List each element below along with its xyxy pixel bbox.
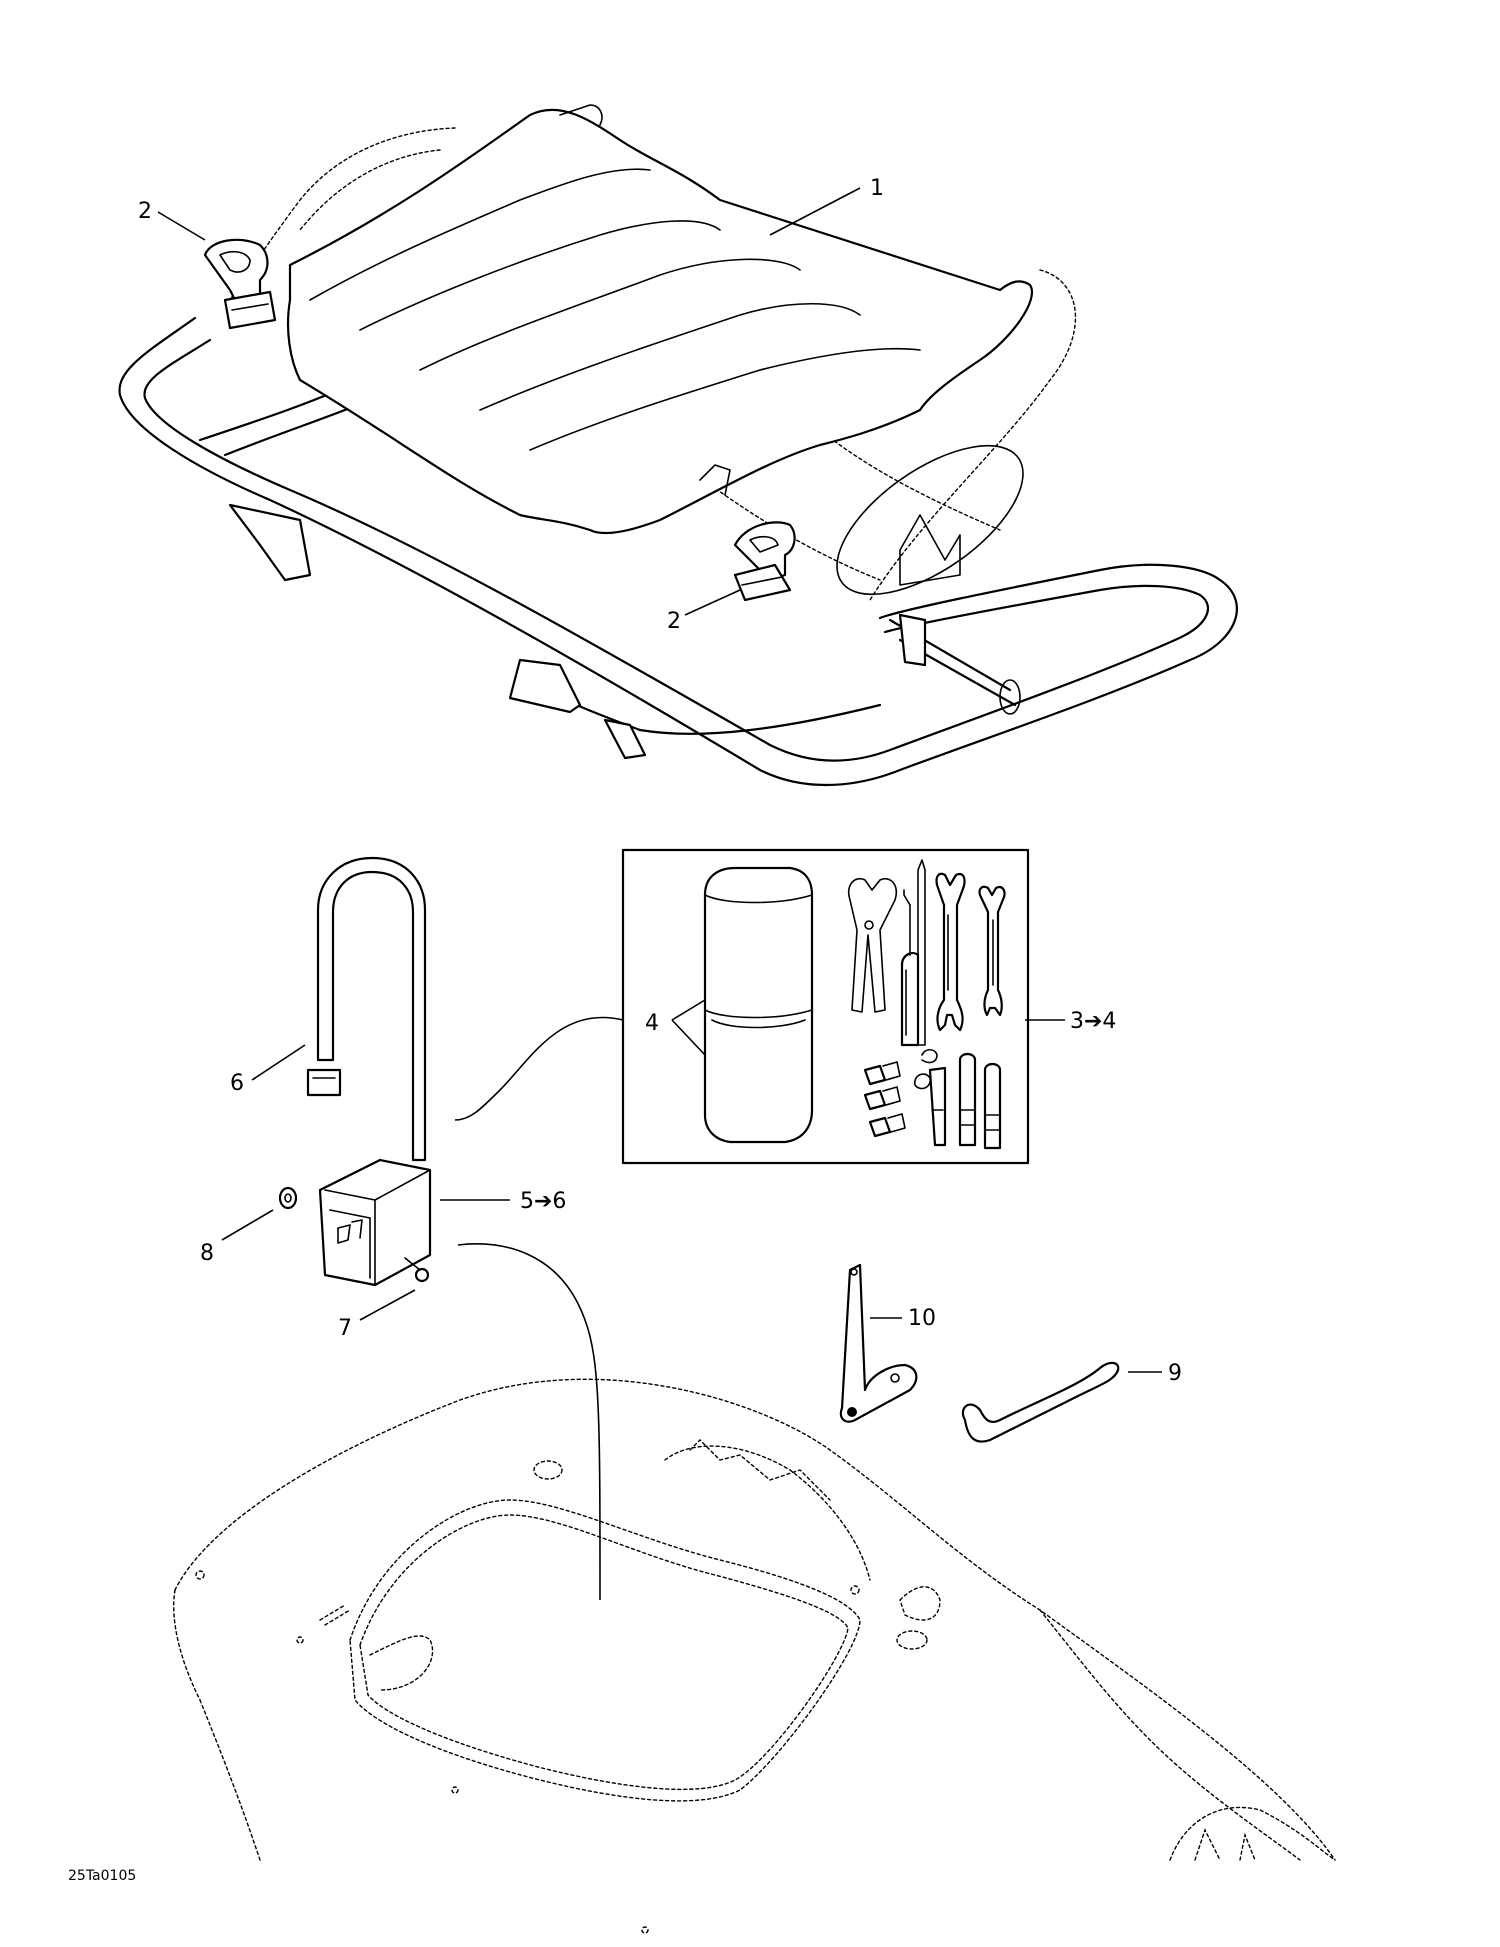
- seat-latch-front: [203, 238, 277, 330]
- callout-9: 9: [1168, 1361, 1182, 1386]
- callout-10: 10: [908, 1306, 936, 1331]
- spanner-wrench: [961, 1361, 1120, 1443]
- rear-body-storage-compartment: [173, 1378, 1336, 1934]
- tool-pouch: [703, 866, 814, 1144]
- retaining-strap: [306, 856, 427, 1162]
- drawing-code: 25Ta0105: [68, 1868, 136, 1884]
- washer: [278, 1186, 298, 1210]
- tool-kit-frame: [621, 848, 1030, 1165]
- tool-set: [847, 859, 1006, 1150]
- callout-5-6: 5➔6: [520, 1189, 566, 1214]
- callout-6: 6: [230, 1071, 244, 1096]
- callout-2-front: 2: [138, 199, 152, 224]
- callout-8: 8: [200, 1241, 214, 1266]
- screw: [404, 1257, 430, 1283]
- callout-7: 7: [338, 1316, 352, 1341]
- callout-3-4: 3➔4: [1070, 1009, 1116, 1034]
- shock-adjuster-tool: [839, 1263, 918, 1423]
- leader-lines: [157, 187, 1162, 1601]
- seat-cushion: [286, 104, 1033, 535]
- callout-4: 4: [645, 1011, 659, 1036]
- callout-2-rear: 2: [667, 609, 681, 634]
- tool-kit-holder-bracket: [318, 1158, 432, 1287]
- seat-latch-rear: [733, 521, 796, 602]
- callout-1: 1: [870, 176, 884, 201]
